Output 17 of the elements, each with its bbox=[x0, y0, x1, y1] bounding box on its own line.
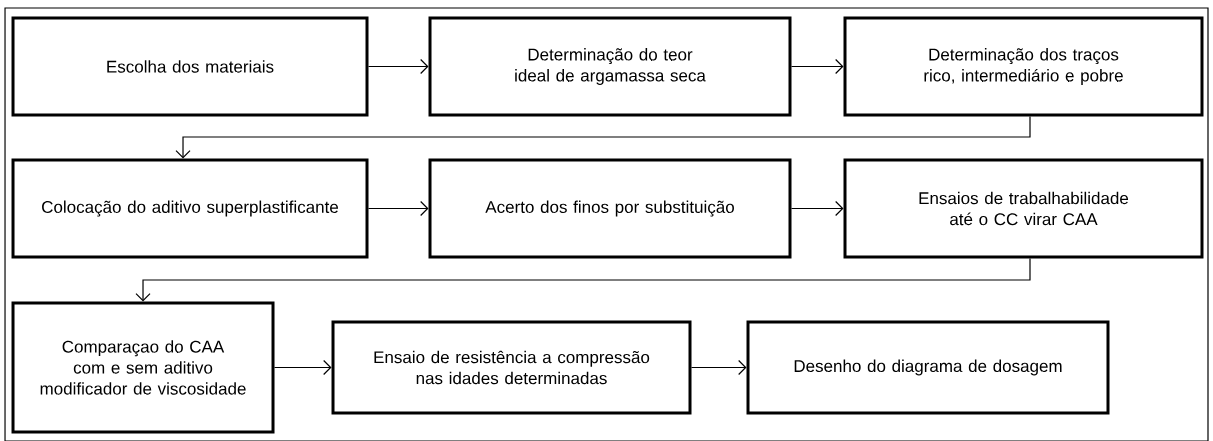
arrow bbox=[367, 58, 429, 75]
process-box: Determinação dos traços rico, intermediário e pobre bbox=[843, 16, 1204, 117]
process-box: Desenho do diagrama de dosagem bbox=[746, 320, 1110, 415]
process-box: Escolha dos materiais bbox=[11, 16, 369, 117]
arrow bbox=[175, 115, 1031, 159]
arrow bbox=[135, 257, 1031, 302]
process-box: Comparaçao do CAA com e sem aditivo modificador de viscosidade bbox=[11, 301, 275, 434]
arrow bbox=[273, 359, 332, 376]
arrow bbox=[690, 359, 747, 376]
arrow bbox=[367, 200, 429, 217]
process-box: Ensaios de trabalhabilidade até o CC virar CAA bbox=[843, 158, 1204, 259]
process-box: Ensaio de resistência a compressão nas idades determinadas bbox=[331, 320, 692, 415]
arrow bbox=[790, 58, 844, 75]
process-box: Acerto dos finos por substituição bbox=[428, 158, 792, 259]
process-box: Colocação do aditivo superplastificante bbox=[11, 158, 369, 259]
arrow bbox=[790, 200, 844, 217]
process-box: Determinação do teor ideal de argamassa seca bbox=[428, 16, 792, 117]
